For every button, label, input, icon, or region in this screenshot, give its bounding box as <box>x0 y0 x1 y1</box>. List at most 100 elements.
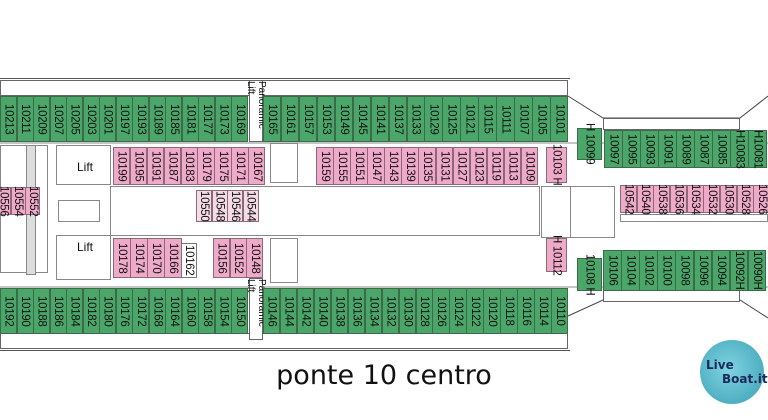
cabin-10544[interactable]: 10544 <box>242 190 259 222</box>
cabin-10166[interactable]: 10166 <box>164 238 182 278</box>
cabin-10540[interactable]: 10540 <box>636 184 654 214</box>
cabin-10160[interactable]: 10160 <box>181 288 199 334</box>
cabin-10135[interactable]: 10135 <box>418 147 437 185</box>
cabin-10167[interactable]: 10167 <box>248 147 266 185</box>
cabin-10177[interactable]: 10177 <box>198 96 216 142</box>
cabin-10146[interactable]: 10146 <box>263 288 281 334</box>
cabin-10102[interactable]: 10102 <box>639 250 658 291</box>
cabin-10186[interactable]: 10186 <box>49 288 67 334</box>
cabin-10094[interactable]: 10094 <box>711 250 731 291</box>
cabin-H10081[interactable]: H10081 <box>748 130 767 168</box>
cabin-10193[interactable]: 10193 <box>132 96 150 142</box>
cabin-10532[interactable]: 10532 <box>703 184 721 214</box>
cabin-10550[interactable]: 10550 <box>196 190 212 222</box>
cabin-10171[interactable]: 10171 <box>231 147 249 185</box>
cabin-10103H[interactable]: 10103 H <box>546 144 567 186</box>
cabin-10149[interactable]: 10149 <box>334 96 354 142</box>
cabin-10184[interactable]: 10184 <box>66 288 84 334</box>
cabin-10176[interactable]: 10176 <box>115 288 133 334</box>
cabin-10091[interactable]: 10091 <box>658 130 677 168</box>
cabin-10181[interactable]: 10181 <box>181 96 199 142</box>
cabin-10178[interactable]: 10178 <box>113 238 131 278</box>
cabin-10140[interactable]: 10140 <box>313 288 332 334</box>
cabin-10207[interactable]: 10207 <box>49 96 67 142</box>
cabin-10162[interactable]: 10162 <box>181 243 197 278</box>
cabin-10089[interactable]: 10089 <box>676 130 695 168</box>
cabin-10191[interactable]: 10191 <box>146 147 165 185</box>
cabin-10548[interactable]: 10548 <box>211 190 228 222</box>
cabin-10211[interactable]: 10211 <box>16 96 34 142</box>
cabin-10159[interactable]: 10159 <box>316 147 334 185</box>
cabin-10134[interactable]: 10134 <box>364 288 383 334</box>
cabin-10185[interactable]: 10185 <box>165 96 183 142</box>
cabin-10106[interactable]: 10106 <box>603 250 622 291</box>
cabin-10554[interactable]: 10554 <box>10 186 26 216</box>
cabin-10144[interactable]: 10144 <box>279 288 298 334</box>
cabin-10118[interactable]: 10118 <box>500 288 518 334</box>
cabin-10153[interactable]: 10153 <box>316 96 336 142</box>
cabin-10180[interactable]: 10180 <box>99 288 117 334</box>
cabin-10187[interactable]: 10187 <box>163 147 182 185</box>
cabin-10179[interactable]: 10179 <box>197 147 215 185</box>
cabin-10097[interactable]: 10097 <box>604 130 623 168</box>
cabin-10129[interactable]: 10129 <box>424 96 443 142</box>
panoramic-lift-top[interactable]: Panoramic Lift <box>245 80 267 142</box>
cabin-10090H[interactable]: 10090H <box>747 250 767 291</box>
cabin-10105[interactable]: 10105 <box>532 96 551 142</box>
cabin-10095[interactable]: 10095 <box>622 130 641 168</box>
cabin-10173[interactable]: 10173 <box>214 96 232 142</box>
cabin-10526[interactable]: 10526 <box>753 184 768 214</box>
cabin-10151[interactable]: 10151 <box>350 147 368 185</box>
cabin-10085[interactable]: 10085 <box>712 130 731 168</box>
cabin-10156[interactable]: 10156 <box>213 238 231 278</box>
panoramic-lift-bottom[interactable]: Panoramic Lift <box>245 278 267 340</box>
cabin-10114[interactable]: 10114 <box>534 288 552 334</box>
cabin-10170[interactable]: 10170 <box>147 238 165 278</box>
cabin-10137[interactable]: 10137 <box>388 96 408 142</box>
cabin-10115[interactable]: 10115 <box>478 96 497 142</box>
cabin-10154[interactable]: 10154 <box>214 288 232 334</box>
cabin-10100[interactable]: 10100 <box>657 250 676 291</box>
cabin-10546[interactable]: 10546 <box>227 190 243 222</box>
cabin-10534[interactable]: 10534 <box>686 184 704 214</box>
cabin-10201[interactable]: 10201 <box>99 96 117 142</box>
cabin-10158[interactable]: 10158 <box>198 288 216 334</box>
cabin-10119[interactable]: 10119 <box>486 147 505 185</box>
cabin-10528[interactable]: 10528 <box>736 184 754 214</box>
cabin-10190[interactable]: 10190 <box>16 288 34 334</box>
cabin-10205[interactable]: 10205 <box>66 96 84 142</box>
cabin-10175[interactable]: 10175 <box>214 147 232 185</box>
cabin-10116[interactable]: 10116 <box>517 288 535 334</box>
cabin-10542[interactable]: 10542 <box>620 184 638 214</box>
cabin-10122[interactable]: 10122 <box>466 288 484 334</box>
cabin-10101[interactable]: 10101 <box>550 96 569 142</box>
cabin-10138[interactable]: 10138 <box>330 288 349 334</box>
cabin-10133[interactable]: 10133 <box>406 96 425 142</box>
cabin-10143[interactable]: 10143 <box>384 147 402 185</box>
cabin-10152[interactable]: 10152 <box>229 238 247 278</box>
cabin-10096[interactable]: 10096 <box>693 250 713 291</box>
cabin-10164[interactable]: 10164 <box>165 288 183 334</box>
cabin-10130[interactable]: 10130 <box>398 288 416 334</box>
cabin-10126[interactable]: 10126 <box>432 288 450 334</box>
cabin-10098[interactable]: 10098 <box>675 250 695 291</box>
cabin-10132[interactable]: 10132 <box>381 288 400 334</box>
cabin-10145[interactable]: 10145 <box>352 96 372 142</box>
cabin-10169[interactable]: 10169 <box>231 96 249 142</box>
cabin-10104[interactable]: 10104 <box>621 250 640 291</box>
cabin-10203[interactable]: 10203 <box>82 96 100 142</box>
cabin-10123[interactable]: 10123 <box>469 147 488 185</box>
cabin-10111[interactable]: 10111 <box>496 96 515 142</box>
cabin-10168[interactable]: 10168 <box>148 288 166 334</box>
cabin-10183[interactable]: 10183 <box>180 147 198 185</box>
cabin-10188[interactable]: 10188 <box>33 288 51 334</box>
cabin-10552[interactable]: 10552 <box>25 186 41 216</box>
cabin-10093[interactable]: 10093 <box>640 130 659 168</box>
cabin-10131[interactable]: 10131 <box>435 147 454 185</box>
cabin-10172[interactable]: 10172 <box>132 288 150 334</box>
cabin-10150[interactable]: 10150 <box>231 288 249 334</box>
cabin-10127[interactable]: 10127 <box>452 147 471 185</box>
cabin-10128[interactable]: 10128 <box>415 288 433 334</box>
cabin-10536[interactable]: 10536 <box>670 184 688 214</box>
cabin-10182[interactable]: 10182 <box>82 288 100 334</box>
